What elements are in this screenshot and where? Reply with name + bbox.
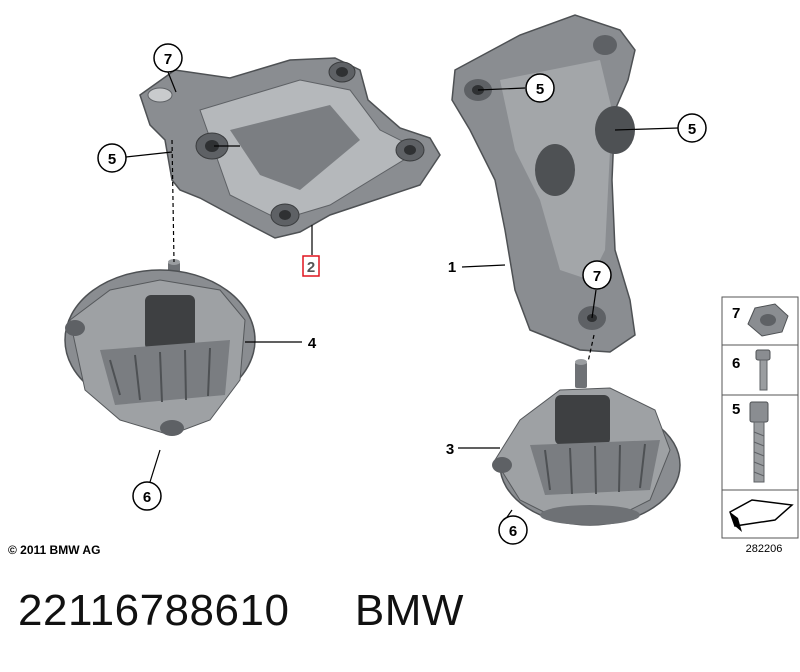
callout-2-highlight: 2 [302,255,320,277]
svg-text:2: 2 [307,259,315,276]
callout-6-left: 6 [132,481,162,511]
callout-1: 1 [448,259,456,276]
svg-text:1: 1 [448,259,456,276]
short-bolt-icon [755,349,771,391]
callout-5-top-right: 5 [525,73,555,103]
copyright-notice: © 2011 BMW AG [8,543,100,557]
svg-text:7: 7 [164,51,172,68]
callout-7-top-left: 7 [153,43,183,73]
legend-row-7: 7 [732,305,740,322]
engine-bracket-part-1 [451,14,636,353]
hex-nut-icon [747,303,789,337]
engine-mount-part-4 [64,259,256,436]
svg-text:5: 5 [536,81,544,98]
legend-row-5: 5 [732,401,740,418]
callout-5-right: 5 [677,113,707,143]
legend-row-6: 6 [732,355,740,372]
drawing-number: 282206 [746,543,783,555]
svg-text:5: 5 [688,121,696,138]
svg-text:6: 6 [143,489,151,506]
engine-mount-part-3 [492,359,681,526]
svg-text:3: 3 [446,441,454,458]
part-number-line: 22116788610 BMW [18,586,464,636]
long-bolt-icon [749,401,769,483]
callout-7-right: 7 [582,260,612,290]
svg-text:4: 4 [308,335,317,352]
callout-4: 4 [308,335,317,352]
svg-text:5: 5 [108,151,116,168]
callout-5-left: 5 [97,143,127,173]
arrow-icon [729,499,794,532]
callout-3: 3 [446,441,454,458]
svg-text:7: 7 [593,268,601,285]
engine-bracket-part-2 [139,57,441,239]
svg-text:6: 6 [509,523,517,540]
callout-6-right: 6 [498,515,528,545]
leader-lines [125,71,679,521]
fastener-legend: 7 6 5 [721,296,799,539]
brand-name: BMW [354,586,464,635]
part-number: 22116788610 [18,586,290,635]
